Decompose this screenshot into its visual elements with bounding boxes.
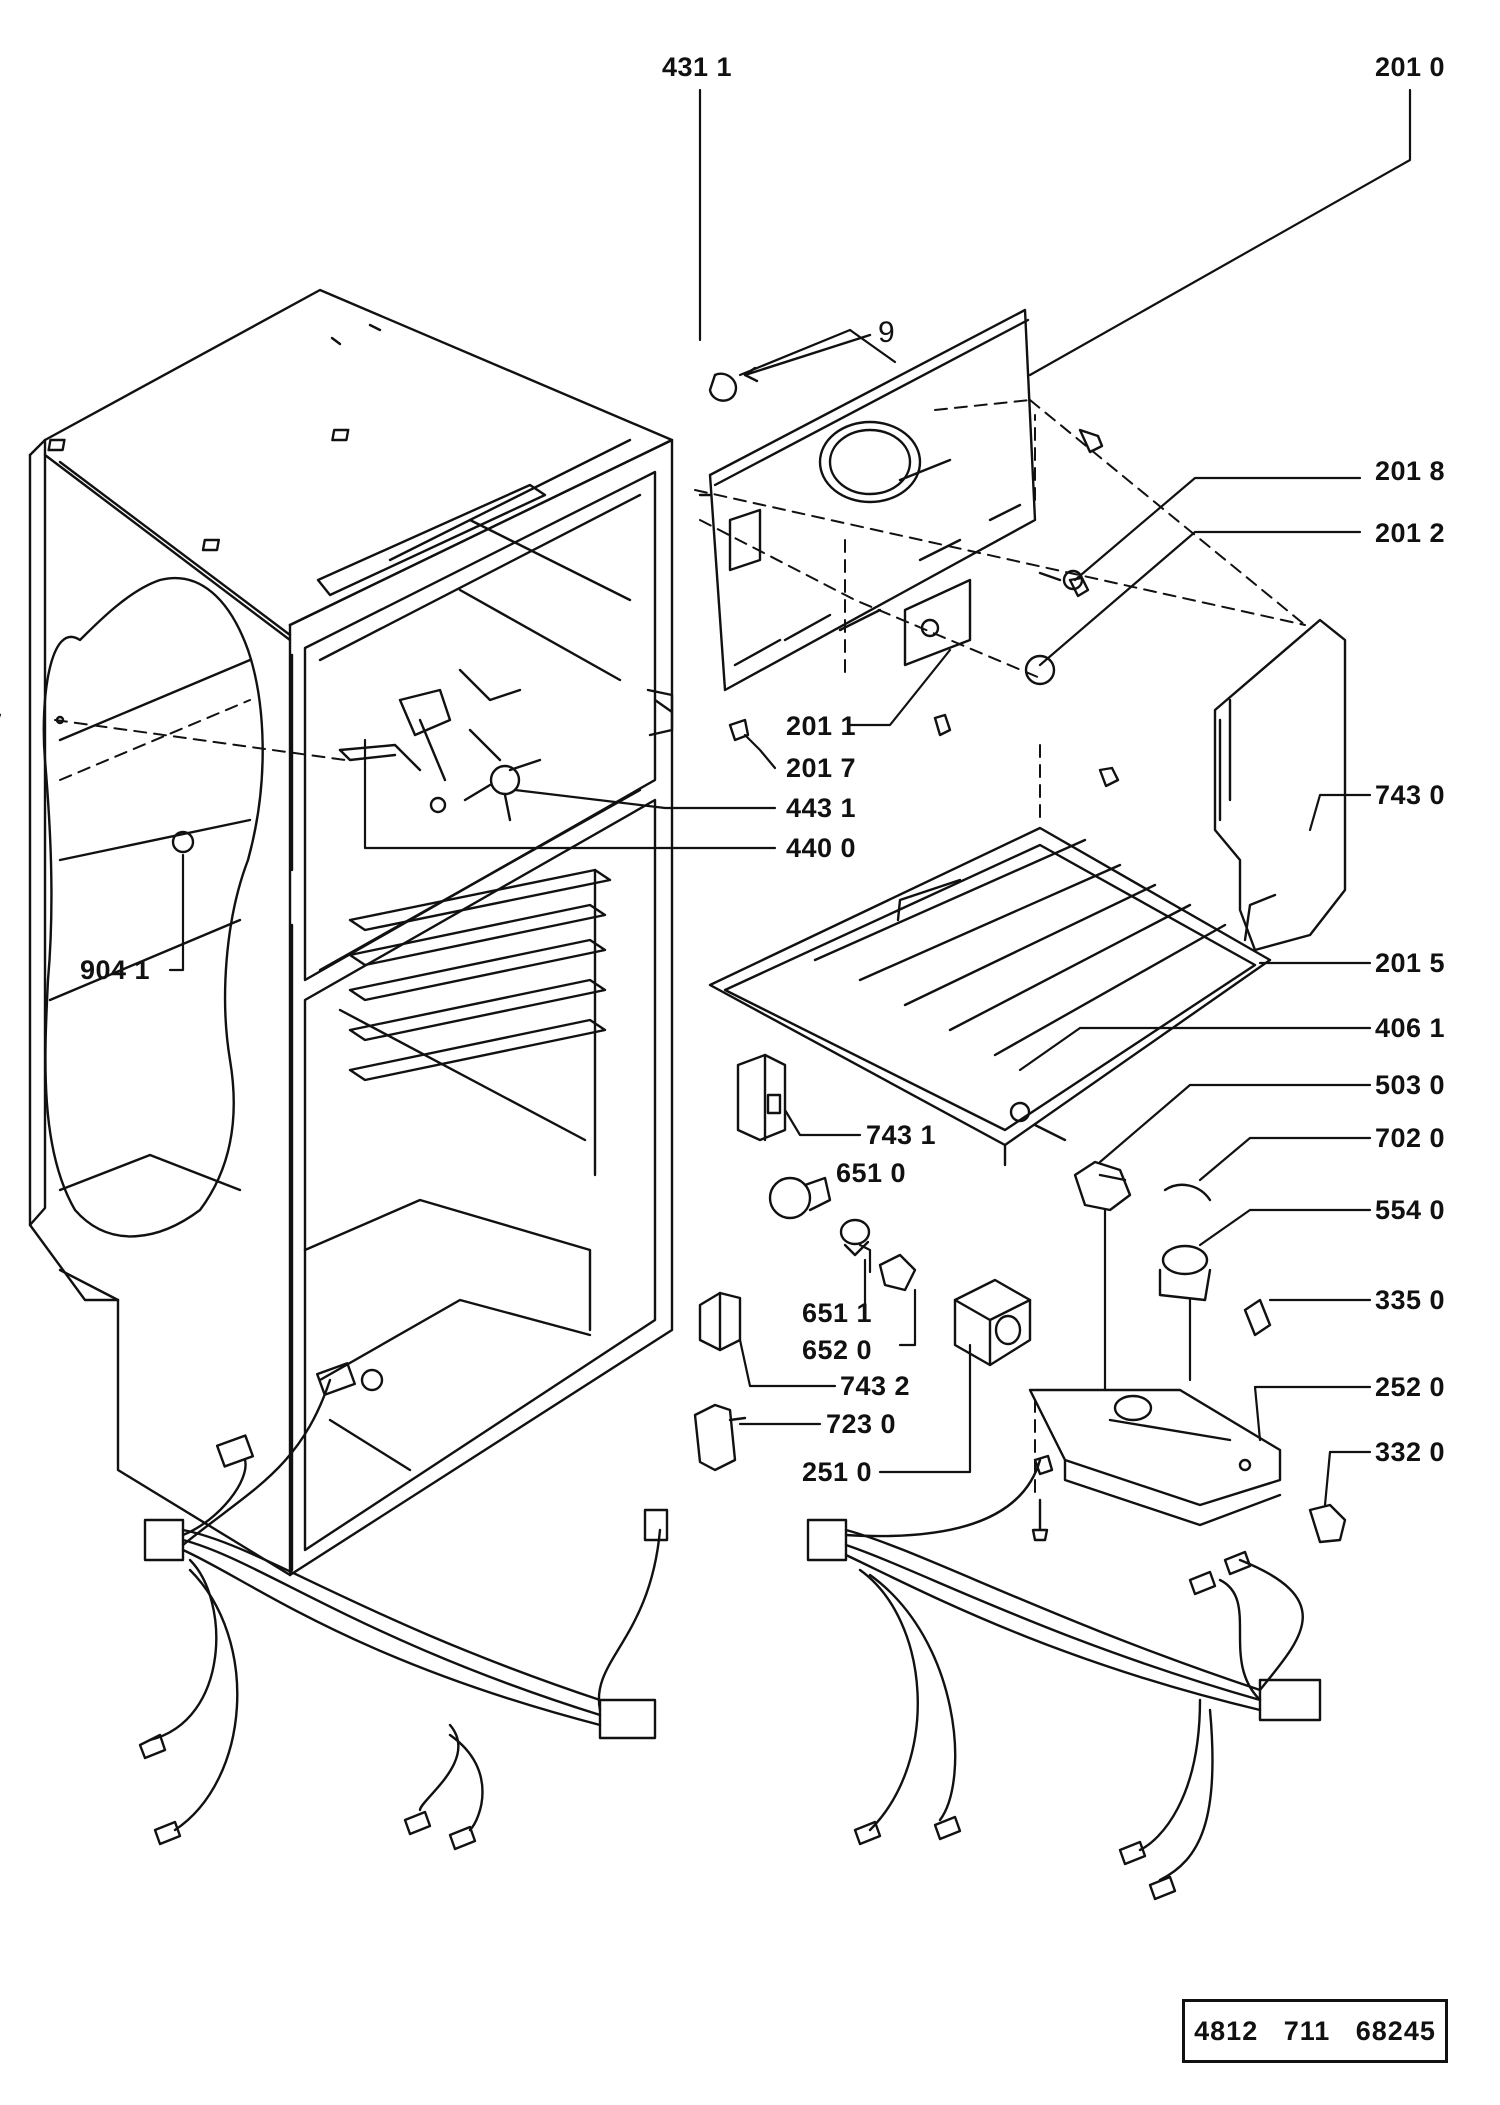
callout-406-1: 406 1 <box>1375 1013 1446 1043</box>
callout-651-1: 651 1 <box>802 1298 873 1328</box>
callout-652-0: 652 0 <box>802 1335 873 1365</box>
callout-251-0: 251 0 <box>802 1457 873 1487</box>
callout-201-8: 201 8 <box>1375 456 1446 486</box>
arrow-9 <box>743 333 872 377</box>
shelf-grid <box>708 826 1272 1167</box>
callout-743-0: 743 0 <box>1375 780 1446 810</box>
leader-lines <box>168 88 1412 1507</box>
callout-554-0: 554 0 <box>1375 1195 1446 1225</box>
callout-743-1: 743 1 <box>866 1120 937 1150</box>
callout-9: 9 <box>878 316 896 349</box>
callout-431-1: 431 1 <box>662 52 733 82</box>
callout-743-2: 743 2 <box>840 1371 911 1401</box>
wire-harness-left <box>138 1361 669 1851</box>
callout-201-2: 201 2 <box>1375 518 1446 548</box>
callout-201-5: 201 5 <box>1375 948 1446 978</box>
callout-440-0: 440 0 <box>786 833 857 863</box>
dashed-guides <box>54 399 1306 1501</box>
callout-335-0: 335 0 <box>1375 1285 1446 1315</box>
callout-332-0: 332 0 <box>1375 1437 1446 1467</box>
wire-harness-right <box>806 1454 1322 1901</box>
callout-201-1: 201 1 <box>786 711 857 741</box>
rear-panel <box>698 308 1037 692</box>
callout-651-0: 651 0 <box>836 1158 907 1188</box>
document-number-box: 4812 711 68245 <box>1182 1999 1448 2063</box>
callout-443-1: 443 1 <box>786 793 857 823</box>
callout-723-0: 723 0 <box>826 1409 897 1439</box>
callout-503-0: 503 0 <box>1375 1070 1446 1100</box>
light-cover <box>1213 618 1347 952</box>
callout-201-7: 201 7 <box>786 753 857 783</box>
callout-904-1: 904 1 <box>80 955 151 985</box>
callout-201-0: 201 0 <box>1375 52 1446 82</box>
callout-702-0: 702 0 <box>1375 1123 1446 1153</box>
arrow-9-head <box>743 366 759 383</box>
cabinet <box>0 288 674 1577</box>
callout-252-0: 252 0 <box>1375 1372 1446 1402</box>
